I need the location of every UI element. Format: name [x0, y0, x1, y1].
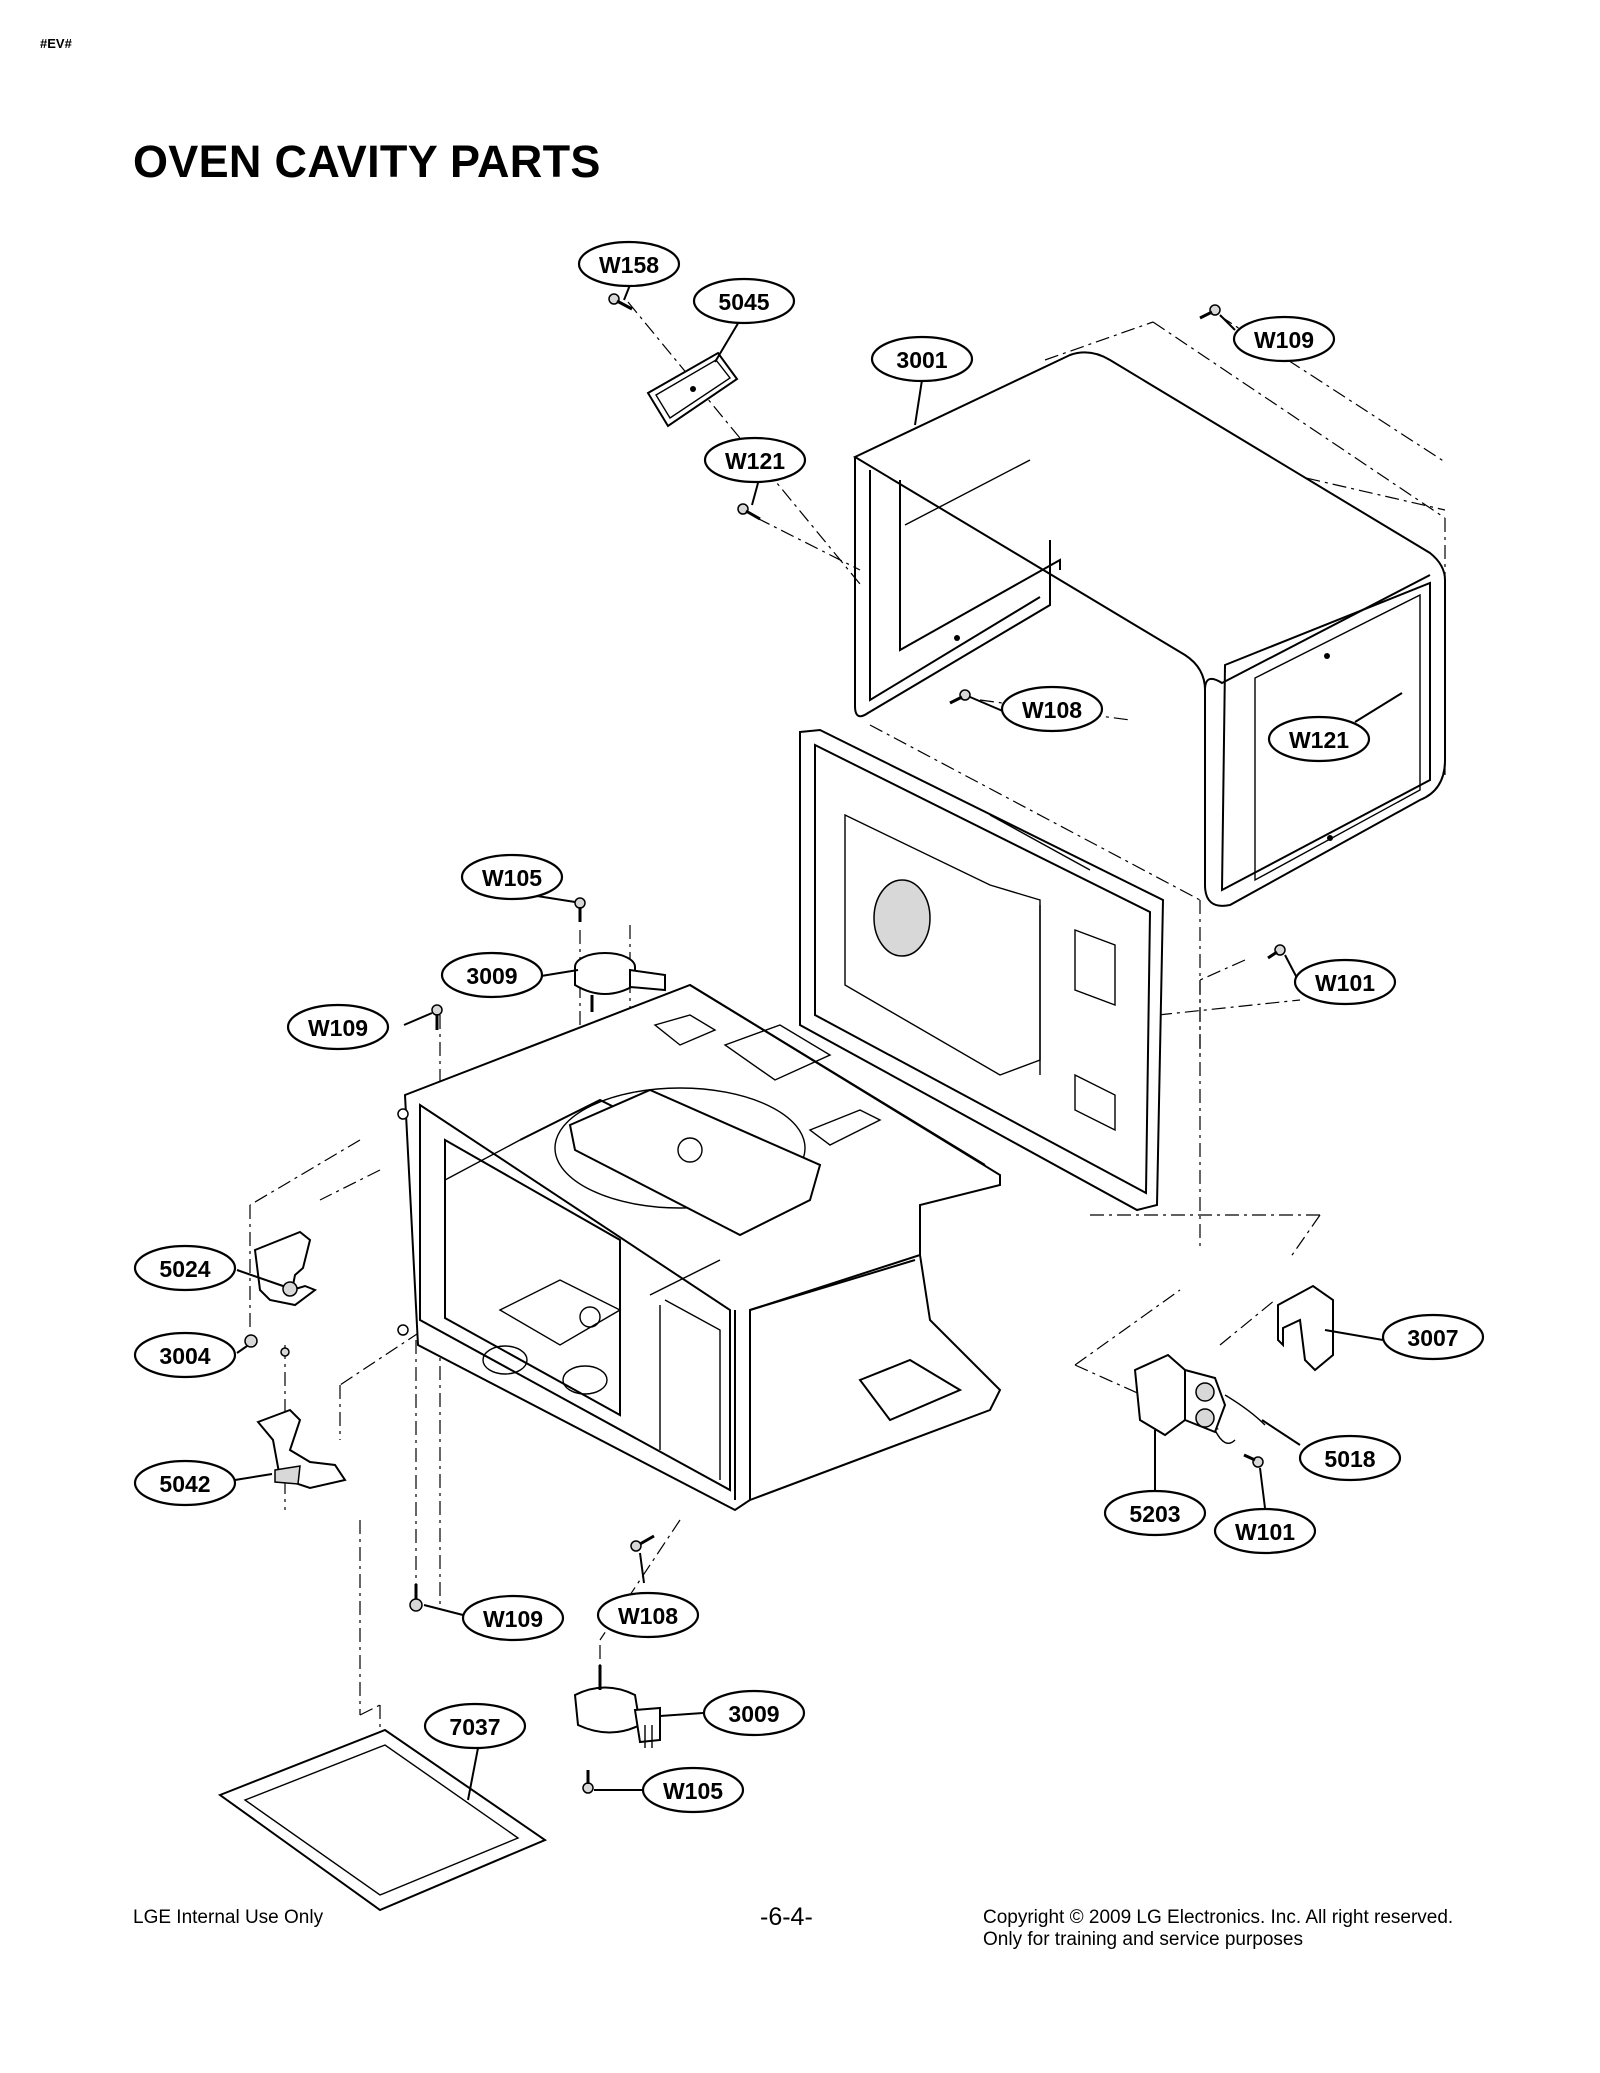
callout-3001-text: 3001	[896, 347, 947, 373]
callout-w121-left-text: W121	[725, 448, 785, 474]
callout-5203: 5203	[1103, 1489, 1207, 1537]
copyright-line: Copyright © 2009 LG Electronics. Inc. Al…	[983, 1907, 1454, 1928]
screw-w101-bottom	[1243, 1453, 1264, 1468]
part-rear-panel	[799, 728, 1165, 1212]
part-3009-bottom-motor	[573, 1665, 661, 1748]
callout-w109-top: W109	[1232, 315, 1336, 363]
screw-w105-top	[574, 897, 586, 922]
callout-w108-bottom-text: W108	[618, 1603, 678, 1629]
callout-w101-top: W101	[1293, 958, 1397, 1006]
callout-5042: 5042	[133, 1459, 237, 1507]
part-5203-switch	[1133, 1353, 1266, 1444]
part-oven-cavity	[397, 983, 1002, 1512]
callout-w108-bottom: W108	[596, 1591, 700, 1639]
callout-5018: 5018	[1298, 1434, 1402, 1482]
callout-w158-text: W158	[599, 252, 659, 278]
leader-lines	[234, 284, 1403, 1801]
callout-3007: 3007	[1381, 1313, 1485, 1361]
callout-w108-top-text: W108	[1022, 697, 1082, 723]
screw-w121-left	[737, 503, 761, 521]
callout-w109-mid: W109	[286, 1003, 390, 1051]
callout-w109-bottom: W109	[461, 1594, 565, 1642]
callout-7037-text: 7037	[449, 1714, 500, 1740]
callout-w158: W158	[577, 240, 681, 288]
callout-5045: 5045	[692, 277, 796, 325]
part-5045-gasket	[646, 351, 739, 428]
training-line: Only for training and service purposes	[983, 1929, 1303, 1950]
callout-5018-text: 5018	[1324, 1446, 1375, 1472]
callout-w109-bottom-text: W109	[483, 1606, 543, 1632]
screw-w109-bottom	[409, 1584, 423, 1612]
callout-5024: 5024	[133, 1244, 237, 1292]
callout-w121-left: W121	[703, 436, 807, 484]
callout-w121-right: W121	[1267, 715, 1371, 763]
screw-w105-bottom	[582, 1770, 594, 1794]
screw-w109-mid	[431, 1004, 443, 1030]
callout-3004: 3004	[133, 1331, 237, 1379]
callout-5203-text: 5203	[1129, 1501, 1180, 1527]
callout-w101-top-text: W101	[1315, 970, 1375, 996]
callout-3001: 3001	[870, 335, 974, 383]
callout-3009-top: 3009	[440, 951, 544, 999]
callout-w105-bottom: W105	[641, 1766, 745, 1814]
part-5024-bracket	[253, 1230, 318, 1307]
page-title: OVEN CAVITY PARTS	[133, 136, 601, 187]
screw-w101-top	[1267, 944, 1286, 960]
callout-7037: 7037	[423, 1702, 527, 1750]
part-5042-latch	[256, 1408, 347, 1490]
screw-w108-bottom	[630, 1534, 655, 1552]
callout-3007-text: 3007	[1407, 1325, 1458, 1351]
part-3001-outer-cabinet	[852, 351, 1446, 907]
callout-5042-text: 5042	[159, 1471, 210, 1497]
callout-w108-top: W108	[1000, 685, 1104, 733]
callout-3009-top-text: 3009	[466, 963, 517, 989]
page-mark: #EV#	[40, 36, 72, 51]
callout-3009-bottom-text: 3009	[728, 1701, 779, 1727]
callout-w105-bottom-text: W105	[663, 1778, 723, 1804]
nut-3004	[244, 1334, 290, 1357]
screw-w158	[608, 293, 633, 311]
screw-w109-top	[1199, 304, 1221, 320]
part-3009-top-motor	[574, 952, 666, 1012]
footer-copyright: Copyright © 2009 LG Electronics. Inc. Al…	[983, 1907, 1453, 1951]
callout-w109-mid-text: W109	[308, 1015, 368, 1041]
callout-w105-top-text: W105	[482, 865, 542, 891]
part-3007-bracket	[1277, 1284, 1334, 1372]
callout-w109-top-text: W109	[1254, 327, 1314, 353]
callout-3004-text: 3004	[159, 1343, 210, 1369]
callout-5045-text: 5045	[718, 289, 769, 315]
callout-w101-bottom: W101	[1213, 1507, 1317, 1555]
screw-w108-top	[949, 689, 971, 705]
part-7037-tray	[217, 1728, 548, 1912]
callout-w105-top: W105	[460, 853, 564, 901]
callout-w121-right-text: W121	[1289, 727, 1349, 753]
callout-3009-bottom: 3009	[702, 1689, 806, 1737]
callout-w101-bottom-text: W101	[1235, 1519, 1295, 1545]
page-number: -6-4-	[760, 1903, 813, 1931]
footer-internal-use: LGE Internal Use Only	[133, 1907, 324, 1928]
callout-5024-text: 5024	[159, 1256, 210, 1282]
